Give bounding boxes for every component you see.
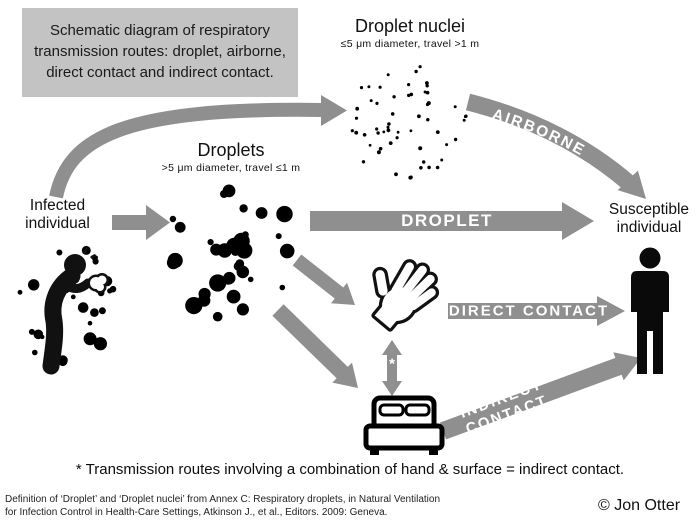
droplets-title: Droplets [197,140,265,160]
susceptible-individual-label: Susceptible individual [608,201,690,236]
susceptible-person-icon [631,247,669,374]
infected-person-icon [42,247,107,375]
title-box: Schematic diagram of respiratory transmi… [22,8,298,97]
footnote: * Transmission routes involving a combin… [75,461,625,478]
citation: Definition of ‘Droplet’ and ‘Droplet nuc… [5,494,440,519]
droplet-nuclei-cloud [350,65,468,180]
direct-contact-arrow [448,296,625,326]
emission-curved-arrow [49,95,347,199]
droplets-to-hand-arrow [292,254,355,305]
citation-line1: Definition of ‘Droplet’ and ‘Droplet nuc… [5,494,441,505]
indirect-contact-arrow [439,352,641,440]
hand-surface-double-arrow [382,340,402,396]
droplet-nuclei-subtitle: ≤5 μm diameter, travel >1 m [340,38,480,50]
exhale-arrow [112,205,170,240]
copyright: © Jon Otter [598,497,681,514]
droplets-to-bed-arrow [272,304,358,388]
droplet-arrow [310,202,594,240]
airborne-route-label: AIRBORNE [490,106,588,160]
droplet-nuclei-title: Droplet nuclei [354,16,466,36]
citation-line2: for Infection Control in Health-Care Set… [5,506,388,518]
airborne-arrow [465,93,646,199]
droplets-subtitle: >5 μm diameter, travel ≤1 m [161,162,301,174]
infected-individual-label: Infected individual [25,197,90,232]
droplets-cloud [166,184,295,322]
direct-contact-route-label: DIRECT CONTACT [448,302,610,320]
droplet-route-label: DROPLET [401,211,493,230]
bed-icon [363,395,445,455]
hand-icon [353,243,446,337]
hand-surface-asterisk: * [389,355,395,373]
